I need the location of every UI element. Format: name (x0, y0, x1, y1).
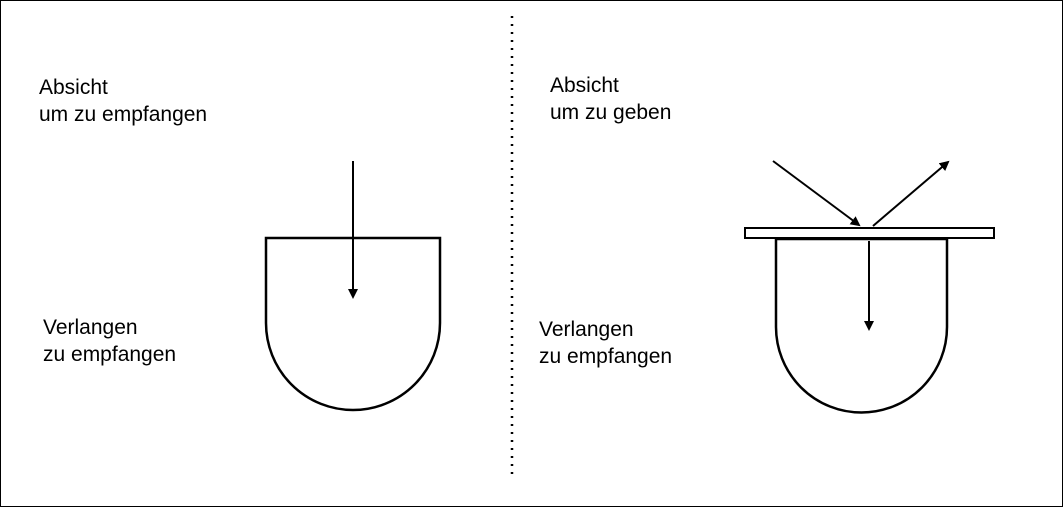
right-intention-line2: um zu geben (550, 101, 672, 124)
right-screen-plate (744, 227, 995, 239)
right-vessel (774, 237, 949, 414)
right-desire-line1: Verlangen (539, 318, 634, 341)
right-desire-line2: zu empfangen (539, 345, 673, 368)
left-intention-line1: Absicht (39, 76, 108, 99)
right-intention-line1: Absicht (550, 74, 619, 97)
left-desire-line2: zu empfangen (43, 343, 177, 366)
left-intention-label: Absicht um zu empfangen (39, 74, 207, 128)
left-intention-line2: um zu empfangen (39, 103, 208, 126)
reflected-arrow (872, 160, 950, 227)
left-desire-line1: Verlangen (43, 316, 138, 339)
incoming-arrow (772, 160, 861, 227)
left-desire-label: Verlangen zu empfangen (43, 314, 176, 368)
left-vessel (264, 236, 442, 412)
right-desire-label: Verlangen zu empfangen (539, 316, 672, 370)
right-intention-label: Absicht um zu geben (550, 72, 671, 126)
